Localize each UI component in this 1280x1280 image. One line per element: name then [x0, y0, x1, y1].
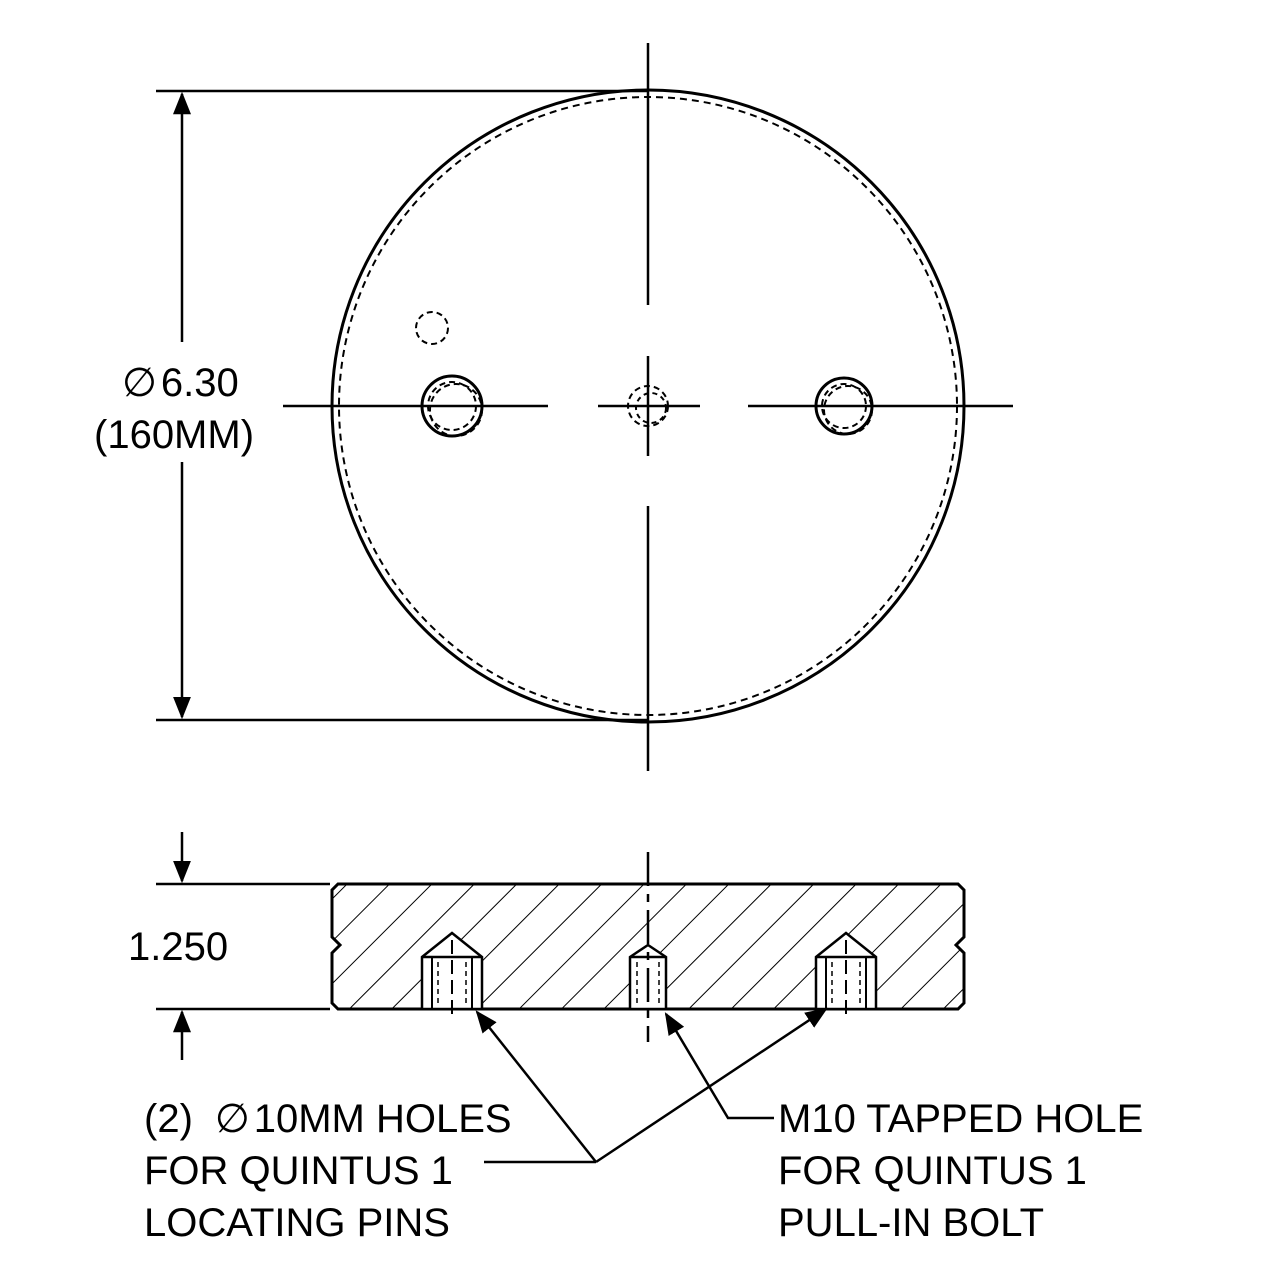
- leaders: [475, 1007, 828, 1164]
- thickness-dimension: [156, 832, 330, 1060]
- pin-note-diameter-symbol: ∅: [215, 1097, 250, 1141]
- diameter-metric-label: (160MM): [94, 413, 254, 457]
- right-pin-hole: [814, 376, 874, 436]
- pin-note-line1: (2) ∅10MM HOLES: [144, 1097, 512, 1141]
- small-hidden-hole: [415, 311, 449, 345]
- pin-note-count: (2): [144, 1097, 193, 1141]
- bolt-note-line1: M10 TAPPED HOLE: [778, 1097, 1143, 1141]
- diameter-symbol: ∅: [122, 361, 157, 405]
- left-pin-hole: [420, 374, 484, 438]
- bolt-note-line3: PULL-IN BOLT: [778, 1201, 1044, 1245]
- pin-note-size: 10MM HOLES: [254, 1097, 512, 1141]
- left-pin-hole-section: [420, 931, 484, 1020]
- pin-note-line2: FOR QUINTUS 1: [144, 1149, 453, 1193]
- diameter-value: 6.30: [161, 361, 239, 405]
- tapped-hole-note: M10 TAPPED HOLE FOR QUINTUS 1 PULL-IN BO…: [778, 1097, 1143, 1245]
- top-view: ∅6.30 (160MM): [94, 43, 1013, 771]
- center-tapped-hole: [627, 385, 669, 427]
- pin-hole-note: (2) ∅10MM HOLES FOR QUINTUS 1 LOCATING PI…: [144, 1097, 512, 1245]
- thickness-label: 1.250: [128, 925, 228, 969]
- diameter-dimension: [156, 89, 648, 722]
- diameter-label: ∅6.30: [122, 361, 239, 405]
- bolt-note-line2: FOR QUINTUS 1: [778, 1149, 1087, 1193]
- pin-note-line3: LOCATING PINS: [144, 1201, 450, 1245]
- right-pin-hole-section: [814, 931, 878, 1020]
- side-view: 1.250: [128, 832, 966, 1060]
